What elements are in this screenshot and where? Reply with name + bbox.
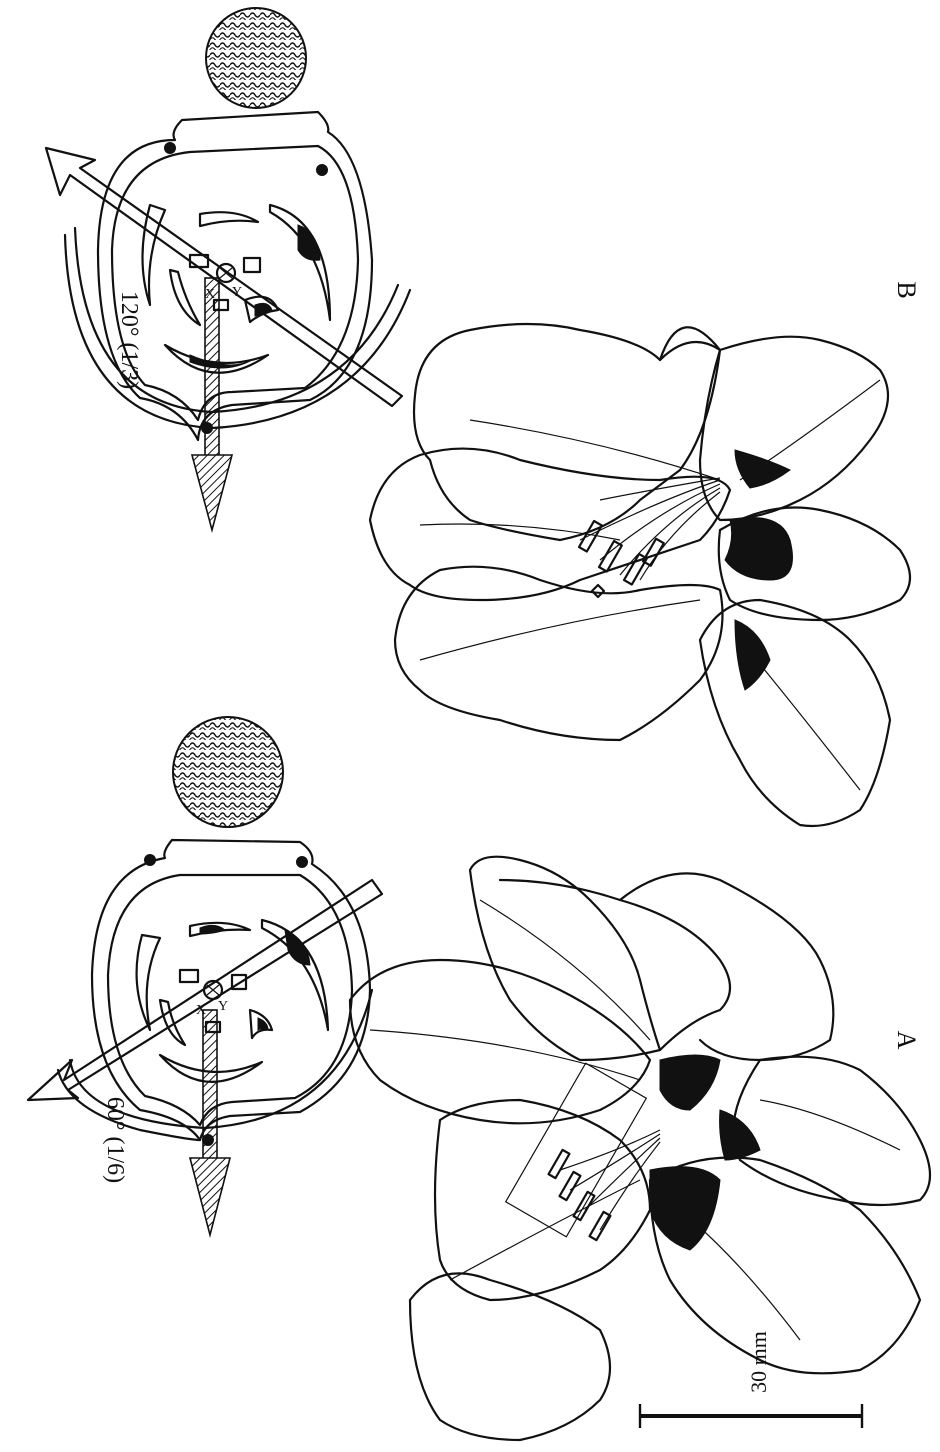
flower-drawing-a <box>350 857 930 1440</box>
angle-label-a: 60° (1/6) <box>102 1097 128 1183</box>
panel-label-b: B <box>892 281 921 298</box>
floral-diagram-b: Y X 120° (1/3) <box>46 112 410 530</box>
hatched-arrow-a <box>190 1010 230 1235</box>
flower-drawing-b <box>370 324 910 826</box>
hatched-arrow-b <box>192 278 232 530</box>
scale-bar: 30 mm <box>640 1331 862 1428</box>
panel-a: Y X 60° (1/6) <box>28 717 930 1440</box>
scale-bar-label: 30 mm <box>746 1331 771 1393</box>
svg-text:Y: Y <box>218 999 228 1014</box>
angle-label-b: 120° (1/3) <box>116 291 142 389</box>
pollen-grain-a <box>173 717 283 827</box>
floral-diagram-a: Y X 60° (1/6) <box>28 840 382 1235</box>
svg-text:X: X <box>196 1003 206 1018</box>
panel-label-a: A <box>892 1031 921 1050</box>
svg-text:Y: Y <box>232 285 242 300</box>
panel-b: Y X 120° (1/3) <box>46 8 921 826</box>
pollen-grain-b <box>206 8 306 108</box>
